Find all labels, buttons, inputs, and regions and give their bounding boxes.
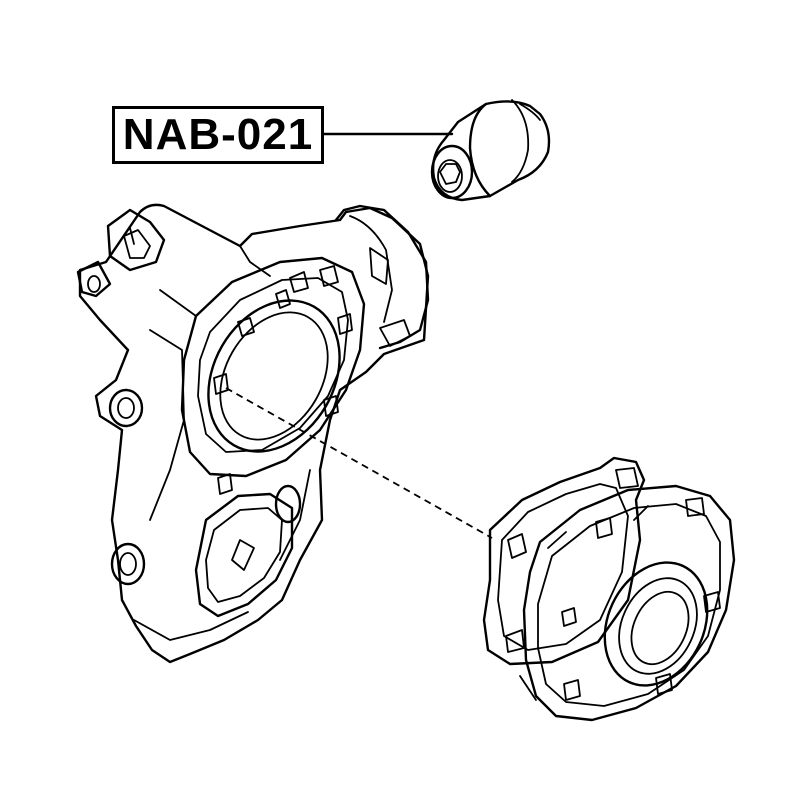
part-number-label: NAB-021 xyxy=(112,106,324,164)
knuckle-drawing xyxy=(76,203,430,664)
hub-bearing-drawing xyxy=(482,456,736,722)
bushing-drawing xyxy=(430,99,551,202)
axis-dashed-line xyxy=(225,387,493,539)
